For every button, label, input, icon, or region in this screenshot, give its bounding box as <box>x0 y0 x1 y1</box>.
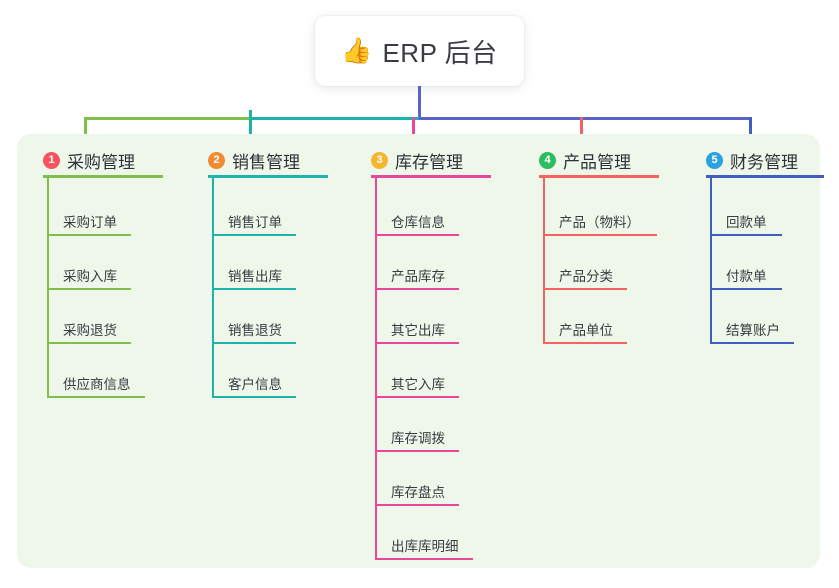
leaf-item-underline <box>47 342 131 344</box>
leaf-item-label: 出库库明细 <box>391 539 459 554</box>
column-header-5[interactable]: 5 财务管理 <box>706 148 798 173</box>
leaf-item-underline <box>47 396 145 398</box>
leaf-item[interactable]: 出库库明细 <box>375 532 473 560</box>
column-header-4[interactable]: 4 产品管理 <box>539 148 631 173</box>
leaf-item[interactable]: 回款单 <box>710 208 782 236</box>
leaf-item-underline <box>212 342 296 344</box>
leaf-item-underline <box>375 558 473 560</box>
bus-segment-teal <box>250 117 419 120</box>
leaf-item-underline <box>375 288 459 290</box>
leaf-item-underline <box>543 234 657 236</box>
leaf-item[interactable]: 产品分类 <box>543 262 627 290</box>
column-badge-icon: 3 <box>371 152 388 169</box>
leaf-item[interactable]: 其它出库 <box>375 316 459 344</box>
leaf-item[interactable]: 销售出库 <box>212 262 296 290</box>
leaf-item-label: 其它入库 <box>391 377 445 392</box>
column-title: 产品管理 <box>563 153 631 172</box>
leaf-item[interactable]: 客户信息 <box>212 370 296 398</box>
leaf-item-underline <box>710 234 782 236</box>
column-underline <box>706 175 824 178</box>
drop-line-2 <box>249 110 252 153</box>
column-spine <box>543 178 545 344</box>
column-badge-icon: 4 <box>539 152 556 169</box>
column-title: 库存管理 <box>395 153 463 172</box>
leaf-item-underline <box>212 396 296 398</box>
leaf-item[interactable]: 库存调拨 <box>375 424 459 452</box>
content-panel <box>17 134 820 568</box>
bus-segment-blue <box>419 117 752 120</box>
leaf-item-underline <box>212 234 296 236</box>
column-badge-icon: 2 <box>208 152 225 169</box>
leaf-item-label: 采购退货 <box>63 323 117 338</box>
leaf-item-label: 回款单 <box>726 215 767 230</box>
leaf-item-underline <box>375 450 459 452</box>
column-badge-icon: 5 <box>706 152 723 169</box>
leaf-item-label: 销售出库 <box>228 269 282 284</box>
column-title: 销售管理 <box>232 153 300 172</box>
leaf-item[interactable]: 产品库存 <box>375 262 459 290</box>
leaf-item[interactable]: 仓库信息 <box>375 208 459 236</box>
leaf-item-label: 付款单 <box>726 269 767 284</box>
leaf-item-label: 销售退货 <box>228 323 282 338</box>
column-spine <box>710 178 712 344</box>
leaf-item[interactable]: 其它入库 <box>375 370 459 398</box>
column-spine <box>375 178 377 560</box>
leaf-item-label: 采购订单 <box>63 215 117 230</box>
leaf-item-label: 供应商信息 <box>63 377 131 392</box>
leaf-item[interactable]: 采购入库 <box>47 262 131 290</box>
leaf-item[interactable]: 供应商信息 <box>47 370 145 398</box>
root-node-label: ERP 后台 <box>382 37 498 68</box>
leaf-item[interactable]: 销售退货 <box>212 316 296 344</box>
column-underline <box>208 175 328 178</box>
leaf-item-label: 库存调拨 <box>391 431 445 446</box>
leaf-item-underline <box>543 288 627 290</box>
column-underline <box>371 175 491 178</box>
leaf-item-label: 采购入库 <box>63 269 117 284</box>
leaf-item-label: 产品（物料） <box>559 215 640 230</box>
column-header-1[interactable]: 1 采购管理 <box>43 148 135 173</box>
column-title: 采购管理 <box>67 153 135 172</box>
leaf-item[interactable]: 销售订单 <box>212 208 296 236</box>
leaf-item[interactable]: 产品（物料） <box>543 208 657 236</box>
bus-segment-green <box>84 117 250 120</box>
column-header-2[interactable]: 2 销售管理 <box>208 148 300 173</box>
column-title: 财务管理 <box>730 153 798 172</box>
leaf-item-underline <box>375 342 459 344</box>
leaf-item[interactable]: 结算账户 <box>710 316 794 344</box>
leaf-item-underline <box>710 342 794 344</box>
root-node[interactable]: 👍 ERP 后台 <box>315 16 524 86</box>
leaf-item-underline <box>47 288 131 290</box>
leaf-item[interactable]: 付款单 <box>710 262 782 290</box>
leaf-item-label: 产品分类 <box>559 269 613 284</box>
leaf-item-underline <box>375 396 459 398</box>
leaf-item[interactable]: 库存盘点 <box>375 478 459 506</box>
leaf-item-underline <box>212 288 296 290</box>
leaf-item-label: 其它出库 <box>391 323 445 338</box>
leaf-item-label: 销售订单 <box>228 215 282 230</box>
leaf-item-underline <box>375 504 459 506</box>
leaf-item-label: 产品库存 <box>391 269 445 284</box>
leaf-item-underline <box>710 288 782 290</box>
leaf-item-label: 结算账户 <box>726 323 780 338</box>
column-underline <box>539 175 659 178</box>
column-badge-icon: 1 <box>43 152 60 169</box>
column-underline <box>43 175 163 178</box>
leaf-item-label: 客户信息 <box>228 377 282 392</box>
leaf-item-label: 产品单位 <box>559 323 613 338</box>
trunk-line <box>418 86 421 119</box>
leaf-item-underline <box>543 342 627 344</box>
leaf-item-underline <box>375 234 459 236</box>
leaf-item-label: 仓库信息 <box>391 215 445 230</box>
leaf-item[interactable]: 采购订单 <box>47 208 131 236</box>
thumbs-up-icon: 👍 <box>341 36 373 65</box>
leaf-item[interactable]: 采购退货 <box>47 316 131 344</box>
column-header-3[interactable]: 3 库存管理 <box>371 148 463 173</box>
leaf-item-underline <box>47 234 131 236</box>
leaf-item-label: 库存盘点 <box>391 485 445 500</box>
leaf-item[interactable]: 产品单位 <box>543 316 627 344</box>
